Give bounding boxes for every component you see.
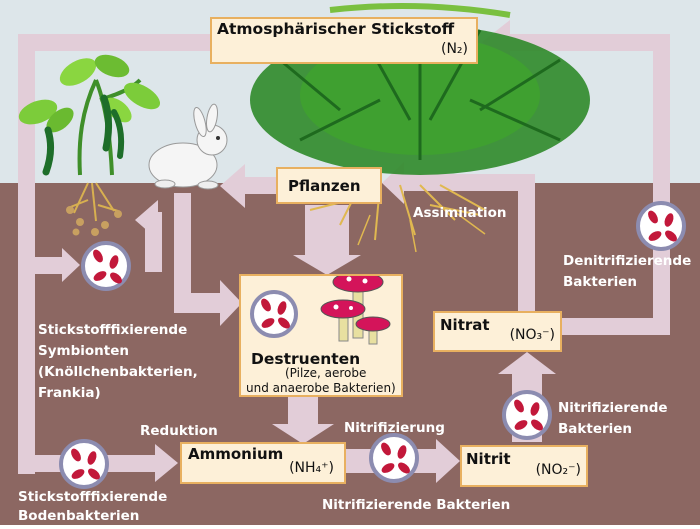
nitrite-title: Nitrit [466,450,511,468]
ammonium-box: Ammonium (NH₄⁺) [180,442,346,484]
nitrite-box: Nitrit (NO₂⁻) [460,445,588,487]
decomposers-sub2: und anaerobe Bakterien) [246,381,396,395]
label-denitrifying-1: Denitrifizierende [563,253,692,269]
arrow-to-decomposers [220,280,242,326]
arrow-right-trunk [653,34,670,335]
arrow-plants-to-animal [220,164,245,208]
label-nitrification: Nitrifizierung [344,420,445,436]
arrow-nitrite-to-nitrate [498,352,556,374]
arrow-to-symbionts [62,248,80,282]
arrow-plants-to-decomposers [293,255,361,275]
arrow-atmosphere-left [18,34,212,51]
nitrite-formula: (NO₂⁻) [535,462,581,478]
decomposers-illustration [250,276,391,345]
decomposers-sub1: (Pilze, aerobe [285,366,367,380]
label-symbionts-1: Stickstofffixierende [38,322,188,338]
arrow-symbiont-to-roots [135,200,158,240]
label-symbionts-2: Symbionten [38,343,129,359]
atmosphere-formula: (N₂) [440,41,468,57]
bacteria-denitrifying [636,201,686,251]
label-nitrifying-bottom: Nitrifizierende Bakterien [322,497,511,513]
rabbit [148,103,228,190]
arrow-decomposers-to-ammonium [272,424,334,444]
label-assimilation: Assimilation [413,205,507,221]
nitrate-formula: (NO₃⁻) [509,327,555,343]
plants-box: Pflanzen [276,167,382,204]
label-symbionts-3: (Knöllchenbakterien, [38,364,198,380]
atmosphere-title: Atmosphärischer Stickstoff [217,20,455,38]
label-soil-bacteria-2: Bodenbakterien [18,508,140,524]
nitrate-title: Nitrat [440,316,490,334]
ammonium-formula: (NH₄⁺) [289,460,334,476]
label-symbionts-4: Frankia) [38,385,101,401]
arrow-left-trunk [18,34,35,474]
ammonium-title: Ammonium [188,445,284,463]
label-soil-bacteria-1: Stickstofffixierende [18,489,168,505]
bacteria-symbionts [81,241,131,291]
bacteria-nitrifying-bottom [369,433,419,483]
label-nitrifying-right-2: Bakterien [558,421,633,437]
arrow-nitrification [436,439,460,483]
nitrate-box: Nitrat (NO₃⁻) [433,311,562,352]
decomposers-title: Destruenten [251,350,361,368]
plants-title: Pflanzen [288,177,361,195]
label-denitrifying-2: Bakterien [563,274,638,290]
label-nitrifying-right-1: Nitrifizierende [558,400,668,416]
arrow-to-ammonium [155,444,178,482]
bacteria-soil [59,439,109,489]
decomposers-box: Destruenten (Pilze, aerobe und anaerobe … [239,274,403,397]
bean-plant [18,54,161,236]
label-reduction: Reduktion [140,423,218,439]
atmosphere-box: Atmosphärischer Stickstoff (N₂) [210,17,478,64]
bacteria-nitrifying-right [502,390,552,440]
